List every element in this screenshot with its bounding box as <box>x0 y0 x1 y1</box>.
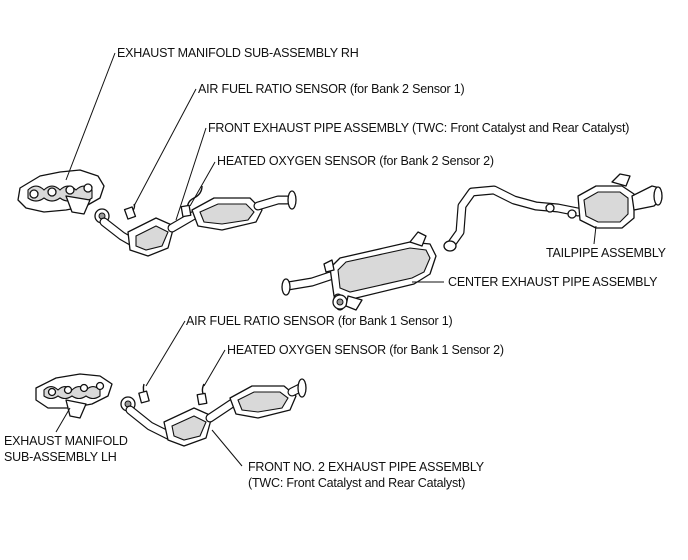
leader-manifold-lh <box>55 407 71 433</box>
label-ho2-sensor-bank1: HEATED OXYGEN SENSOR (for Bank 1 Sensor … <box>227 343 504 357</box>
leader-front-pipe <box>175 127 207 221</box>
label-front-no2-pipe-line1: FRONT NO. 2 EXHAUST PIPE ASSEMBLY <box>248 460 484 474</box>
front-no2-exhaust-pipe-assembly <box>125 378 307 447</box>
heated-oxygen-sensor-bank1 <box>196 383 208 406</box>
leader-tailpipe <box>593 225 597 245</box>
leader-lines <box>55 52 597 467</box>
leader-manifold-rh <box>65 52 116 181</box>
leader-ho2-sensor-bank2 <box>189 161 216 207</box>
label-exhaust-manifold-lh-line2: SUB-ASSEMBLY LH <box>4 450 117 464</box>
front-exhaust-pipe-assembly <box>99 190 297 257</box>
label-exhaust-manifold-rh: EXHAUST MANIFOLD SUB-ASSEMBLY RH <box>117 46 359 60</box>
tailpipe-assembly <box>443 173 663 252</box>
air-fuel-ratio-sensor-bank2 <box>123 203 137 220</box>
leader-af-sensor-bank1 <box>145 320 186 387</box>
leader-af-sensor-bank2 <box>133 88 197 207</box>
label-exhaust-manifold-lh-line1: EXHAUST MANIFOLD <box>4 434 128 448</box>
label-ho2-sensor-bank2: HEATED OXYGEN SENSOR (for Bank 2 Sensor … <box>217 154 494 168</box>
leader-front-no2 <box>211 429 243 467</box>
label-af-sensor-bank2: AIR FUEL RATIO SENSOR (for Bank 2 Sensor… <box>198 82 465 96</box>
label-tailpipe: TAILPIPE ASSEMBLY <box>546 246 666 260</box>
label-af-sensor-bank1: AIR FUEL RATIO SENSOR (for Bank 1 Sensor… <box>186 314 453 328</box>
center-exhaust-pipe-assembly <box>281 231 437 311</box>
label-center-exhaust-pipe: CENTER EXHAUST PIPE ASSEMBLY <box>448 275 658 289</box>
exhaust-manifold-rh <box>17 169 110 224</box>
label-front-exhaust-pipe: FRONT EXHAUST PIPE ASSEMBLY (TWC: Front … <box>208 121 630 135</box>
air-fuel-ratio-sensor-bank1 <box>138 383 150 404</box>
leader-ho2-sensor-bank1 <box>203 349 226 387</box>
exhaust-manifold-lh <box>35 373 136 419</box>
label-front-no2-pipe-line2: (TWC: Front Catalyst and Rear Catalyst) <box>248 476 466 490</box>
